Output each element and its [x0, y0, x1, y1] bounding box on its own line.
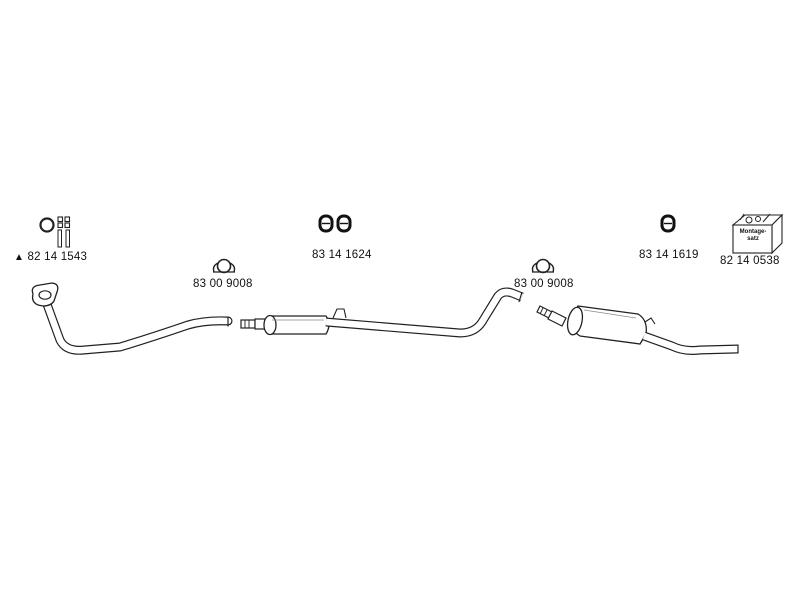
clamp-front-part-number: 83 00 9008 — [193, 278, 253, 290]
clamp-rear-part-number: 83 00 9008 — [514, 278, 574, 290]
flange — [31, 282, 59, 307]
middle-silencer-section — [240, 287, 524, 338]
triangle-marker-icon: ▲ — [14, 252, 25, 263]
middle-silencer — [263, 314, 330, 336]
mounting-rings-mid-icon — [318, 214, 352, 233]
mounting-kit-box-label: Montage- satz — [734, 229, 772, 243]
mounting-kit-box-text-1: Montage- — [739, 229, 767, 235]
rear-silencer-section — [536, 305, 739, 355]
mounting-kit-box-text-2: satz — [747, 236, 759, 242]
mounting-ring-rear-icon — [660, 214, 676, 233]
clamp-rear-icon — [531, 258, 555, 274]
front-pipe — [31, 282, 233, 355]
mounting-kit-part-number: 82 14 0538 — [720, 255, 780, 267]
rear-silencer — [566, 305, 647, 345]
front-pipe-label: ▲ 82 14 1543 — [14, 251, 88, 264]
gasket-ring-and-bolts — [39, 216, 71, 248]
front-pipe-part-number: 82 14 1543 — [27, 251, 88, 263]
mounting-rings-mid-part-number: 83 14 1624 — [312, 249, 372, 261]
mounting-ring-rear-part-number: 83 14 1619 — [639, 249, 699, 261]
mounting-kit-box-icon — [731, 213, 784, 255]
clamp-front-icon — [212, 258, 236, 274]
